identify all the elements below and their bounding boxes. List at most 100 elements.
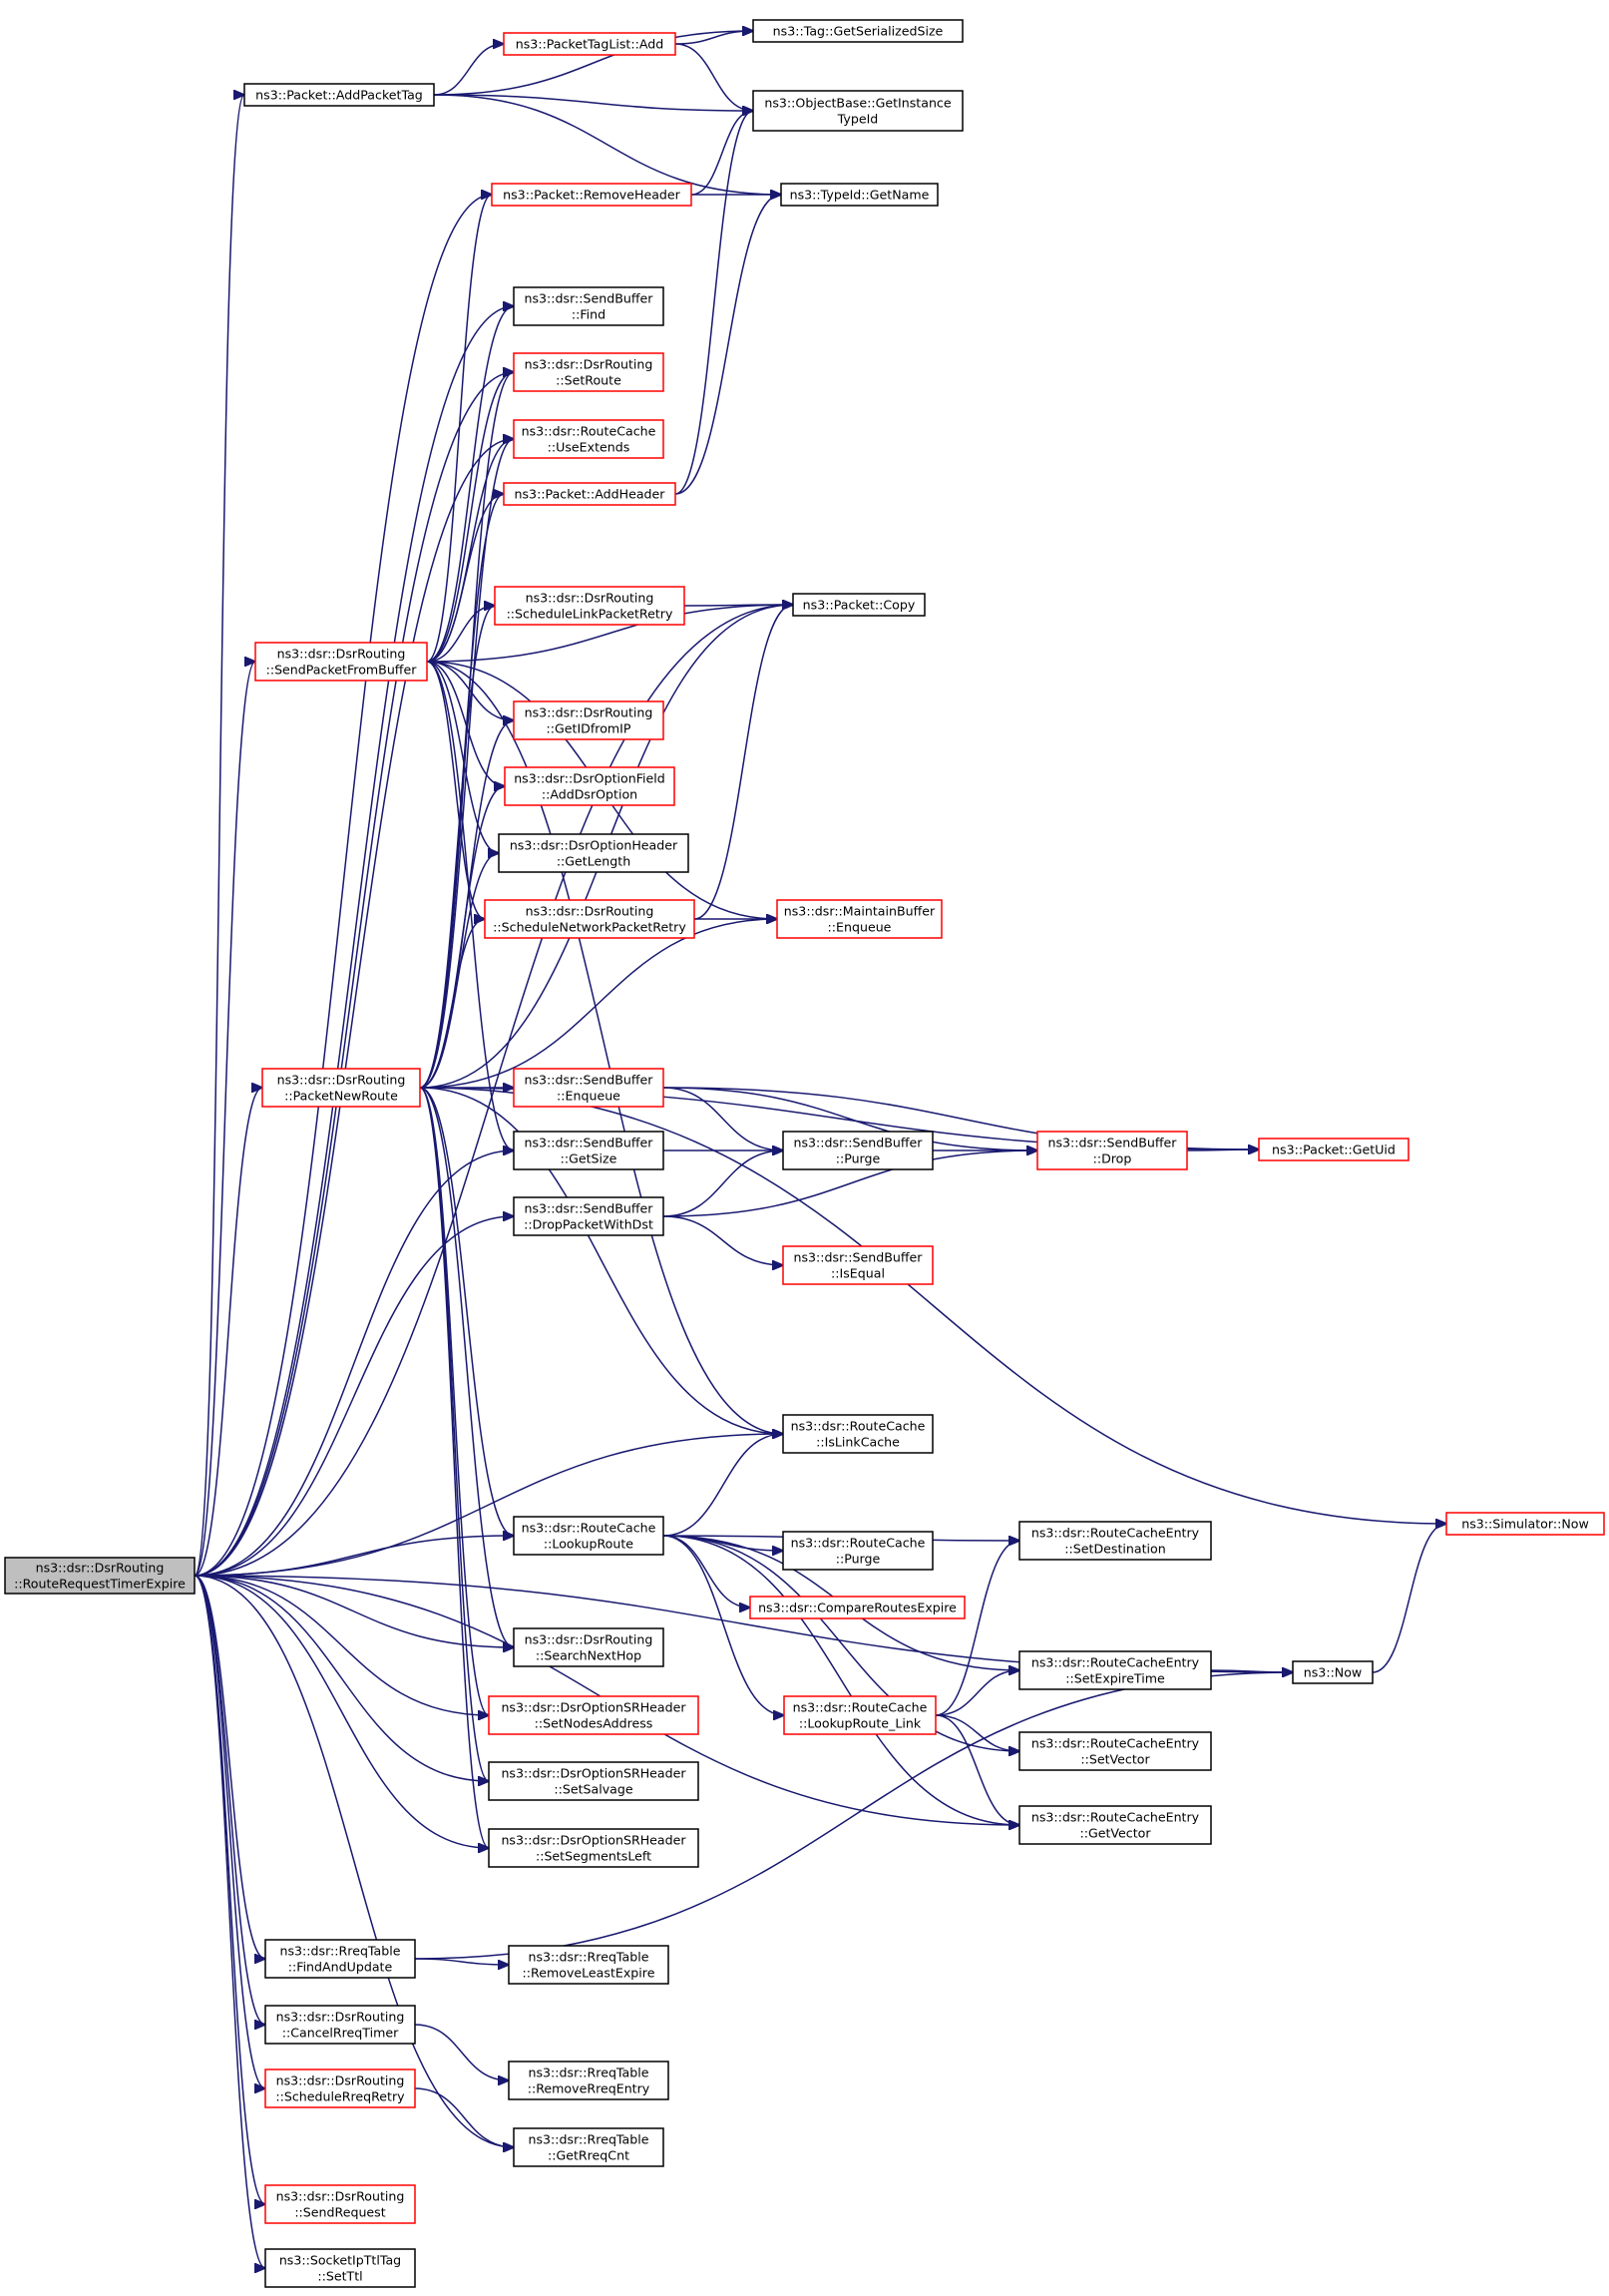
node-set-salvage[interactable]: ns3::dsr::DsrOptionSRHeader::SetSalvage (488, 1761, 699, 1801)
node-set-expire-time[interactable]: ns3::dsr::RouteCacheEntry::SetExpireTime (1018, 1650, 1212, 1690)
node-lookup-route-link[interactable]: ns3::dsr::RouteCache::LookupRoute_Link (783, 1695, 937, 1735)
node-set-route[interactable]: ns3::dsr::DsrRouting::SetRoute (513, 352, 664, 392)
edge-send-buffer-drop-to-packet-get-uid (1186, 1149, 1259, 1150)
edge-send-packet-from-buffer-to-add-dsr-option (426, 661, 505, 786)
node-box (513, 1068, 664, 1108)
node-box (776, 899, 943, 939)
node-label-line: ::ScheduleLinkPacketRetry (507, 607, 673, 622)
node-get-vector[interactable]: ns3::dsr::RouteCacheEntry::GetVector (1018, 1805, 1212, 1845)
node-label-line: ::SetExpireTime (1065, 1671, 1165, 1686)
node-type-id-get-name[interactable]: ns3::TypeId::GetName (780, 183, 939, 207)
node-get-rreq-cnt[interactable]: ns3::dsr::RreqTable::GetRreqCnt (513, 2127, 664, 2167)
node-send-request[interactable]: ns3::dsr::DsrRouting::SendRequest (264, 2184, 416, 2224)
node-box (792, 593, 926, 617)
node-simulator-now[interactable]: ns3::Simulator::Now (1445, 1512, 1605, 1536)
edge-send-packet-from-buffer-to-get-idfrom-ip (426, 661, 514, 720)
node-label-line: ::SetNodesAddress (535, 1716, 653, 1731)
node-set-destination[interactable]: ns3::dsr::RouteCacheEntry::SetDestinatio… (1018, 1521, 1212, 1561)
node-label-line: ::Enqueue (557, 1089, 620, 1104)
node-remove-rreq-entry[interactable]: ns3::dsr::RreqTable::RemoveRreqEntry (508, 2061, 669, 2100)
node-box (264, 2248, 416, 2288)
node-label-line: ns3::dsr::RouteCacheEntry (1031, 1736, 1200, 1751)
node-label-line: ::Find (572, 307, 605, 322)
node-label-line: ns3::dsr::DsrRouting (36, 1561, 165, 1576)
node-ns3-now[interactable]: ns3::Now (1292, 1660, 1374, 1684)
node-label-line: ns3::dsr::SendBuffer (525, 1073, 654, 1088)
node-label-line: ns3::dsr::SendBuffer (525, 291, 654, 306)
edge-packet-new-route-to-set-salvage (419, 1087, 489, 1781)
node-send-buffer-get-size[interactable]: ns3::dsr::SendBuffer::GetSize (513, 1131, 664, 1170)
node-root[interactable]: ns3::dsr::DsrRouting::RouteRequestTimerE… (4, 1557, 196, 1595)
edge-cancel-rreq-timer-to-remove-rreq-entry (414, 2024, 509, 2080)
node-box (780, 183, 939, 207)
node-maintain-buffer-enqueue[interactable]: ns3::dsr::MaintainBuffer::Enqueue (776, 899, 943, 939)
edge-send-packet-from-buffer-to-packet-copy (426, 605, 793, 663)
node-label-line: TypeId (837, 112, 879, 127)
node-schedule-rreq-retry[interactable]: ns3::dsr::DsrRouting::ScheduleRreqRetry (264, 2068, 416, 2108)
node-send-buffer-find[interactable]: ns3::dsr::SendBuffer::Find (513, 286, 664, 326)
edge-lookup-route-to-is-link-cache (662, 1434, 783, 1537)
node-send-packet-from-buffer[interactable]: ns3::dsr::DsrRouting::SendPacketFromBuff… (254, 642, 428, 682)
node-set-ttl[interactable]: ns3::SocketIpTtlTag::SetTtl (264, 2248, 416, 2288)
node-cancel-rreq-timer[interactable]: ns3::dsr::DsrRouting::CancelRreqTimer (264, 2005, 416, 2045)
node-add-header[interactable]: ns3::Packet::AddHeader (503, 482, 676, 506)
node-set-nodes-address[interactable]: ns3::dsr::DsrOptionSRHeader::SetNodesAdd… (488, 1695, 699, 1735)
node-box (1036, 1131, 1188, 1170)
node-add-packet-tag[interactable]: ns3::Packet::AddPacketTag (243, 83, 435, 107)
node-send-buffer-enqueue[interactable]: ns3::dsr::SendBuffer::Enqueue (513, 1068, 664, 1108)
node-add-dsr-option[interactable]: ns3::dsr::DsrOptionField::AddDsrOption (504, 766, 675, 806)
node-is-link-cache[interactable]: ns3::dsr::RouteCache::IsLinkCache (782, 1414, 934, 1454)
edge-drop-packet-with-dst-to-send-buffer-drop (662, 1150, 1037, 1217)
node-schedule-link-packet-retry[interactable]: ns3::dsr::DsrRouting::ScheduleLinkPacket… (494, 586, 685, 626)
node-route-cache-purge[interactable]: ns3::dsr::RouteCache::Purge (782, 1531, 934, 1571)
node-schedule-network-packet-retry[interactable]: ns3::dsr::DsrRouting::ScheduleNetworkPac… (484, 899, 695, 939)
node-set-vector[interactable]: ns3::dsr::RouteCacheEntry::SetVector (1018, 1731, 1212, 1771)
node-drop-packet-with-dst[interactable]: ns3::dsr::SendBuffer::DropPacketWithDst (513, 1196, 664, 1236)
edge-root-to-set-salvage (194, 1575, 489, 1781)
node-search-next-hop[interactable]: ns3::dsr::DsrRouting::SearchNextHop (513, 1627, 664, 1667)
node-box (513, 1516, 664, 1556)
node-packet-tag-list-add[interactable]: ns3::PacketTagList::Add (503, 32, 676, 56)
edge-packet-new-route-to-maintain-buffer-enqueue (419, 919, 777, 1089)
node-label-line: ns3::dsr::DsrRouting (525, 705, 653, 720)
node-box (264, 2005, 416, 2045)
node-packet-copy[interactable]: ns3::Packet::Copy (792, 593, 926, 617)
node-packet-get-uid[interactable]: ns3::Packet::GetUid (1258, 1138, 1409, 1161)
edge-send-packet-from-buffer-to-remove-header (426, 195, 492, 663)
node-compare-routes-expire[interactable]: ns3::dsr::CompareRoutesExpire (749, 1596, 966, 1619)
node-label-line: ns3::dsr::DsrRouting (277, 1073, 406, 1088)
edge-root-to-set-route (194, 372, 514, 1577)
node-packet-new-route[interactable]: ns3::dsr::DsrRouting::PacketNewRoute (261, 1068, 421, 1108)
node-box (488, 1761, 699, 1801)
node-find-and-update[interactable]: ns3::dsr::RreqTable::FindAndUpdate (264, 1939, 416, 1979)
node-tag-get-serialized-size[interactable]: ns3::Tag::GetSerializedSize (752, 19, 964, 43)
node-label-line: ns3::dsr::RreqTable (529, 2132, 649, 2147)
node-dsr-option-header-get-length[interactable]: ns3::dsr::DsrOptionHeader::GetLength (498, 833, 689, 873)
edge-packet-tag-list-add-to-get-instance-type-id (674, 43, 753, 111)
edge-packet-new-route-to-set-segments-left (419, 1087, 489, 1848)
node-label-line: ::GetSize (561, 1151, 617, 1166)
node-remove-least-expire[interactable]: ns3::dsr::RreqTable::RemoveLeastExpire (508, 1945, 669, 1985)
node-label-line: ::Purge (836, 1552, 881, 1567)
node-label-line: ::IsEqual (831, 1266, 885, 1281)
node-label-line: ::Drop (1093, 1151, 1132, 1166)
node-remove-header[interactable]: ns3::Packet::RemoveHeader (491, 183, 692, 207)
node-label-line: ::AddDsrOption (542, 787, 637, 802)
node-box (1018, 1650, 1212, 1690)
node-send-buffer-is-equal[interactable]: ns3::dsr::SendBuffer::IsEqual (782, 1245, 934, 1285)
node-label-line: ns3::Packet::GetUid (1272, 1143, 1396, 1157)
node-box (752, 19, 964, 43)
node-box (752, 90, 964, 132)
node-get-idfrom-ip[interactable]: ns3::dsr::DsrRouting::GetIDfromIP (513, 700, 664, 740)
node-send-buffer-purge[interactable]: ns3::dsr::SendBuffer::Purge (782, 1131, 934, 1170)
node-send-buffer-drop[interactable]: ns3::dsr::SendBuffer::Drop (1036, 1131, 1188, 1170)
edge-lookup-route-link-to-get-vector (935, 1714, 1019, 1825)
node-set-segments-left[interactable]: ns3::dsr::DsrOptionSRHeader::SetSegments… (488, 1828, 699, 1868)
node-lookup-route[interactable]: ns3::dsr::RouteCache::LookupRoute (513, 1516, 664, 1556)
node-label-line: ns3::ObjectBase::GetInstance (764, 96, 951, 111)
node-box (4, 1557, 196, 1595)
edge-root-to-find-and-update (194, 1575, 265, 1959)
node-label-line: ::SearchNextHop (536, 1648, 641, 1663)
node-use-extends[interactable]: ns3::dsr::RouteCache::UseExtends (513, 419, 664, 459)
